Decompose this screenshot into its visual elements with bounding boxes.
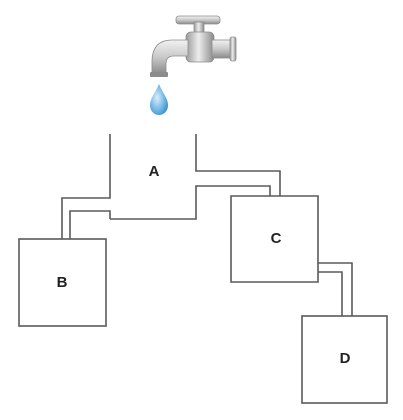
container-c-label: C — [271, 230, 282, 247]
faucet-icon — [150, 15, 237, 77]
container-a-label: A — [149, 163, 160, 180]
container-b — [18, 238, 107, 327]
container-c — [230, 195, 319, 283]
water-drop-icon — [150, 84, 168, 115]
pipe-c-to-d-inner — [318, 271, 343, 316]
pipe-a-to-c — [110, 185, 271, 220]
container-d — [301, 315, 388, 404]
container-a-right-wall — [195, 134, 281, 196]
container-a-outline — [61, 134, 111, 239]
pipe-a-to-b — [69, 210, 111, 239]
pipe-c-to-d — [318, 262, 353, 316]
container-b-label: B — [57, 274, 68, 291]
container-d-label: D — [340, 350, 351, 367]
